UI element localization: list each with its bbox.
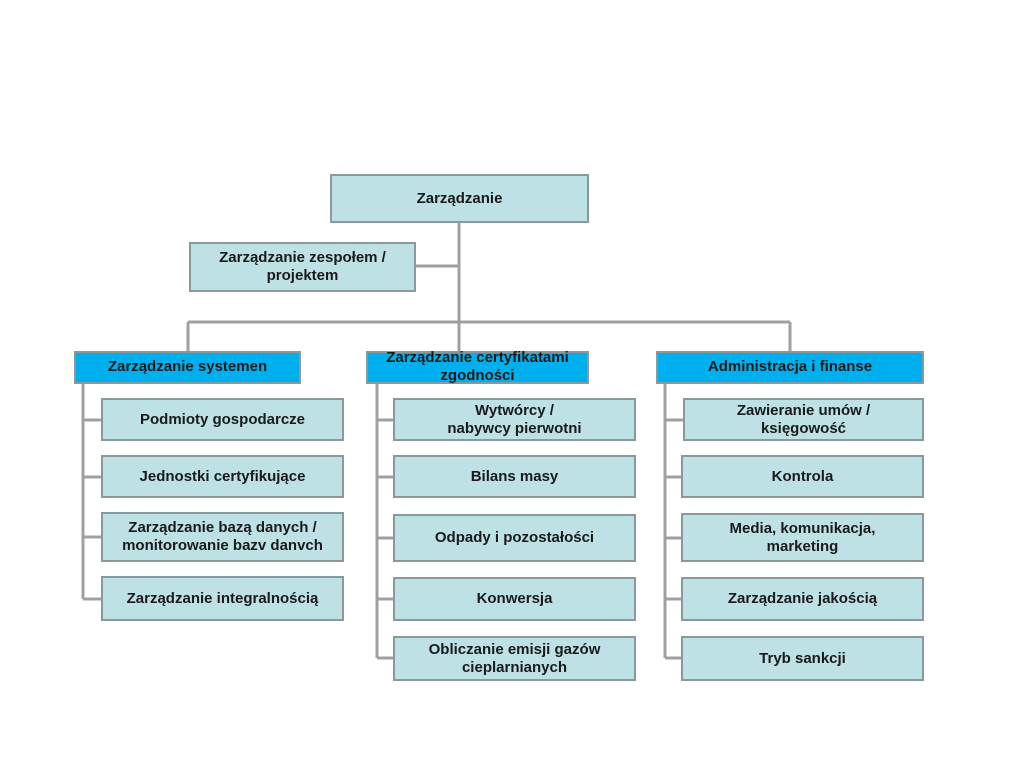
node-label: Odpady i pozostałości — [434, 529, 595, 546]
team-node: Zarządzanie zespołem / projektem — [189, 242, 416, 292]
node-integrity-management: Zarządzanie integralnością — [101, 576, 344, 621]
root-node-label: Zarządzanie — [416, 189, 503, 207]
column-header-label: Zarządzanie systemen — [107, 357, 268, 375]
node-ghg-calculation: Obliczanie emisji gazów cieplarnianych — [393, 636, 636, 681]
node-label: Bilans masy — [470, 467, 559, 485]
node-label: Zarządzanie jakością — [727, 590, 878, 607]
column-header-label: Administracja i finanse — [707, 357, 873, 375]
column-header-label: Zarządzanie certyfikatami zgodności — [386, 348, 569, 384]
node-waste-residues: Odpady i pozostałości — [393, 514, 636, 562]
node-label: Obliczanie emisji gazów cieplarnianych — [428, 640, 601, 676]
node-quality-management: Zarządzanie jakością — [681, 577, 924, 621]
column-header-system: Zarządzanie systemen — [74, 351, 301, 384]
node-label: Tryb sankcji — [759, 649, 846, 667]
node-label: Kontrola — [771, 467, 834, 485]
node-conversion: Konwersja — [393, 577, 636, 621]
node-audit: Kontrola — [681, 455, 924, 498]
node-mass-balance: Bilans masy — [393, 455, 636, 498]
column-header-certificates: Zarządzanie certyfikatami zgodności — [366, 348, 589, 384]
node-label: Podmioty gospodarcze — [139, 410, 306, 428]
root-node: Zarządzanie — [330, 174, 589, 223]
node-certification-bodies: Jednostki certyfikujące — [101, 455, 344, 498]
node-producers-buyers: Wytwórcy / nabywcy pierwotni — [393, 398, 636, 441]
column-header-administration: Administracja i finanse — [656, 351, 924, 384]
team-node-label: Zarządzanie zespołem / projektem — [219, 249, 386, 284]
node-label: Wytwórcy / nabywcy pierwotni — [447, 401, 582, 437]
node-label: Zawieranie umów / księgowość — [736, 401, 871, 437]
node-label: Zarządzanie bazą danych / monitorowanie … — [122, 519, 323, 554]
node-database-management: Zarządzanie bazą danych / monitorowanie … — [101, 512, 344, 562]
node-media-communication: Media, komunikacja, marketing — [681, 513, 924, 562]
node-label: Media, komunikacja, marketing — [729, 519, 876, 555]
node-label: Konwersja — [476, 590, 553, 607]
node-business-entities: Podmioty gospodarcze — [101, 398, 344, 441]
node-sanctions: Tryb sankcji — [681, 636, 924, 681]
node-contracts-accounting: Zawieranie umów / księgowość — [683, 398, 924, 441]
node-label: Jednostki certyfikujące — [139, 467, 306, 485]
node-label: Zarządzanie integralnością — [126, 589, 319, 607]
